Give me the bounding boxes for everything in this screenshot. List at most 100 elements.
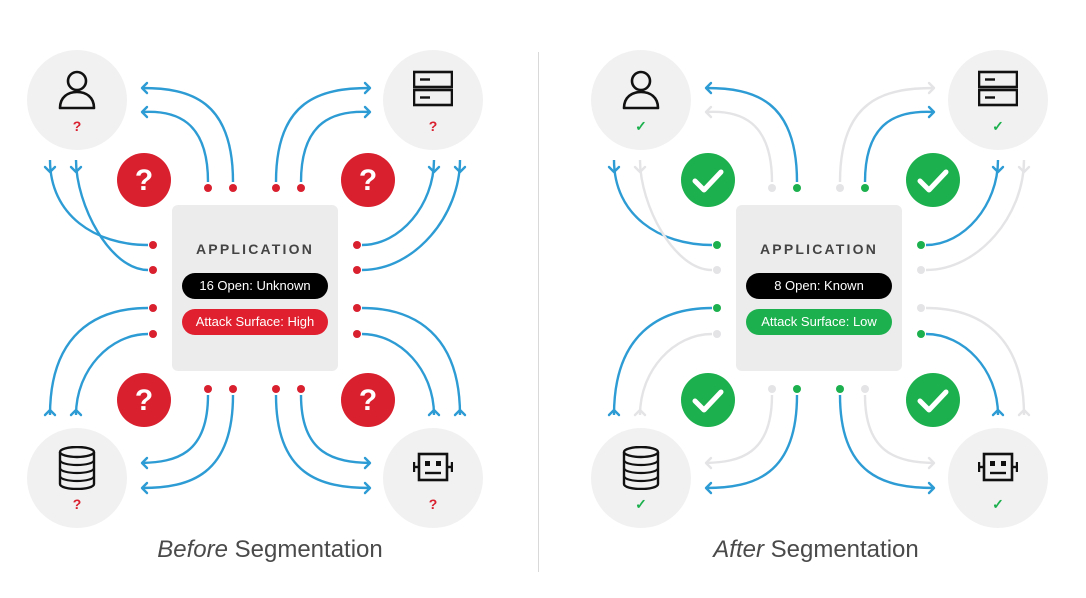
port-dot <box>713 330 721 338</box>
database-icon <box>622 446 660 490</box>
svg-text:?: ? <box>135 164 153 197</box>
panel-caption: After Segmentation <box>546 536 1086 564</box>
caption-text: Segmentation <box>763 536 919 563</box>
port-dot <box>353 304 361 312</box>
arrow-head <box>991 408 1005 417</box>
svg-text:?: ? <box>359 164 377 197</box>
connection-line <box>705 86 799 183</box>
check-badge <box>680 152 736 208</box>
port-dot <box>297 184 305 192</box>
port-dot <box>861 385 869 393</box>
connection-line <box>638 332 713 416</box>
node-status-mark: ? <box>72 118 82 134</box>
database-icon <box>58 446 96 490</box>
arrow-head <box>140 456 149 470</box>
arrow-head <box>927 81 936 95</box>
arrow-head <box>927 481 936 495</box>
arrow-head <box>991 165 1005 174</box>
port-dot <box>917 330 925 338</box>
check-badge <box>680 372 736 428</box>
arrow-head <box>633 165 647 174</box>
connection-line <box>705 110 774 183</box>
arrow-head <box>69 408 83 417</box>
connection-line <box>74 159 149 272</box>
port-dot <box>204 184 212 192</box>
port-dot <box>917 266 925 274</box>
server-node: ✓ <box>948 50 1048 150</box>
after-panel: ✓ ✓ ✓ <box>546 0 1086 598</box>
port-dot <box>149 266 157 274</box>
port-dot <box>149 330 157 338</box>
application-title: APPLICATION <box>195 241 315 257</box>
application-box: APPLICATION 8 Open: Known Attack Surface… <box>736 205 902 371</box>
arrow-head <box>363 481 372 495</box>
application-title: APPLICATION <box>759 241 879 257</box>
connection-line <box>141 394 210 465</box>
connection-lines <box>607 81 1031 495</box>
question-badge: ? <box>340 152 396 208</box>
port-dot <box>768 184 776 192</box>
caption-text: Segmentation <box>227 536 383 563</box>
user-icon <box>622 70 660 110</box>
connection-line <box>863 110 935 183</box>
node-status-mark: ? <box>428 496 438 512</box>
arrow-head <box>1017 408 1031 417</box>
robot-icon <box>978 452 1018 482</box>
robot-icon <box>413 452 453 482</box>
arrow-head <box>427 408 441 417</box>
arrow-head <box>607 165 621 174</box>
arrow-head <box>1017 165 1031 174</box>
connection-line <box>638 159 713 272</box>
arrow-head <box>704 81 713 95</box>
open-ports-pill: 16 Open: Unknown <box>182 273 328 299</box>
node-status-mark: ? <box>428 118 438 134</box>
arrow-head <box>363 456 372 470</box>
connection-line <box>612 159 713 247</box>
port-dot <box>353 241 361 249</box>
port-dot <box>353 266 361 274</box>
port-dot <box>917 241 925 249</box>
connection-line <box>141 394 235 490</box>
connection-line <box>361 159 462 272</box>
port-dot <box>272 385 280 393</box>
connection-line <box>925 159 1026 272</box>
port-dot <box>149 304 157 312</box>
port-dot <box>713 266 721 274</box>
port-dot <box>229 385 237 393</box>
server-node: ? <box>383 50 483 150</box>
port-dot <box>836 385 844 393</box>
connection-line <box>48 159 149 247</box>
port-dot <box>272 184 280 192</box>
arrow-head <box>140 105 149 119</box>
connection-line <box>299 110 371 183</box>
node-status-mark: ✓ <box>635 496 647 512</box>
connection-line <box>838 394 935 490</box>
connection-line <box>361 332 436 416</box>
port-dot <box>861 184 869 192</box>
arrow-head <box>140 481 149 495</box>
node-status-mark: ✓ <box>635 118 647 134</box>
port-dot <box>713 304 721 312</box>
arrow-head <box>363 81 372 95</box>
arrow-head <box>704 105 713 119</box>
arrow-head <box>427 165 441 174</box>
question-badge: ? <box>340 372 396 428</box>
question-badge: ? <box>116 152 172 208</box>
arrow-head <box>633 408 647 417</box>
arrow-head <box>453 165 467 174</box>
port-dot <box>204 385 212 393</box>
port-dot <box>768 385 776 393</box>
check-badge <box>905 372 961 428</box>
connection-line <box>863 394 935 465</box>
panel-caption: Before Segmentation <box>0 536 540 564</box>
node-status-mark: ? <box>72 496 82 512</box>
arrow-head <box>69 165 83 174</box>
connection-line <box>705 394 774 465</box>
connection-line <box>838 86 935 183</box>
attack-surface-pill: Attack Surface: Low <box>746 309 892 335</box>
arrow-head <box>927 105 936 119</box>
connection-line <box>612 306 713 416</box>
panel-divider <box>538 52 539 572</box>
caption-emphasis: After <box>713 536 764 563</box>
port-dot <box>793 385 801 393</box>
